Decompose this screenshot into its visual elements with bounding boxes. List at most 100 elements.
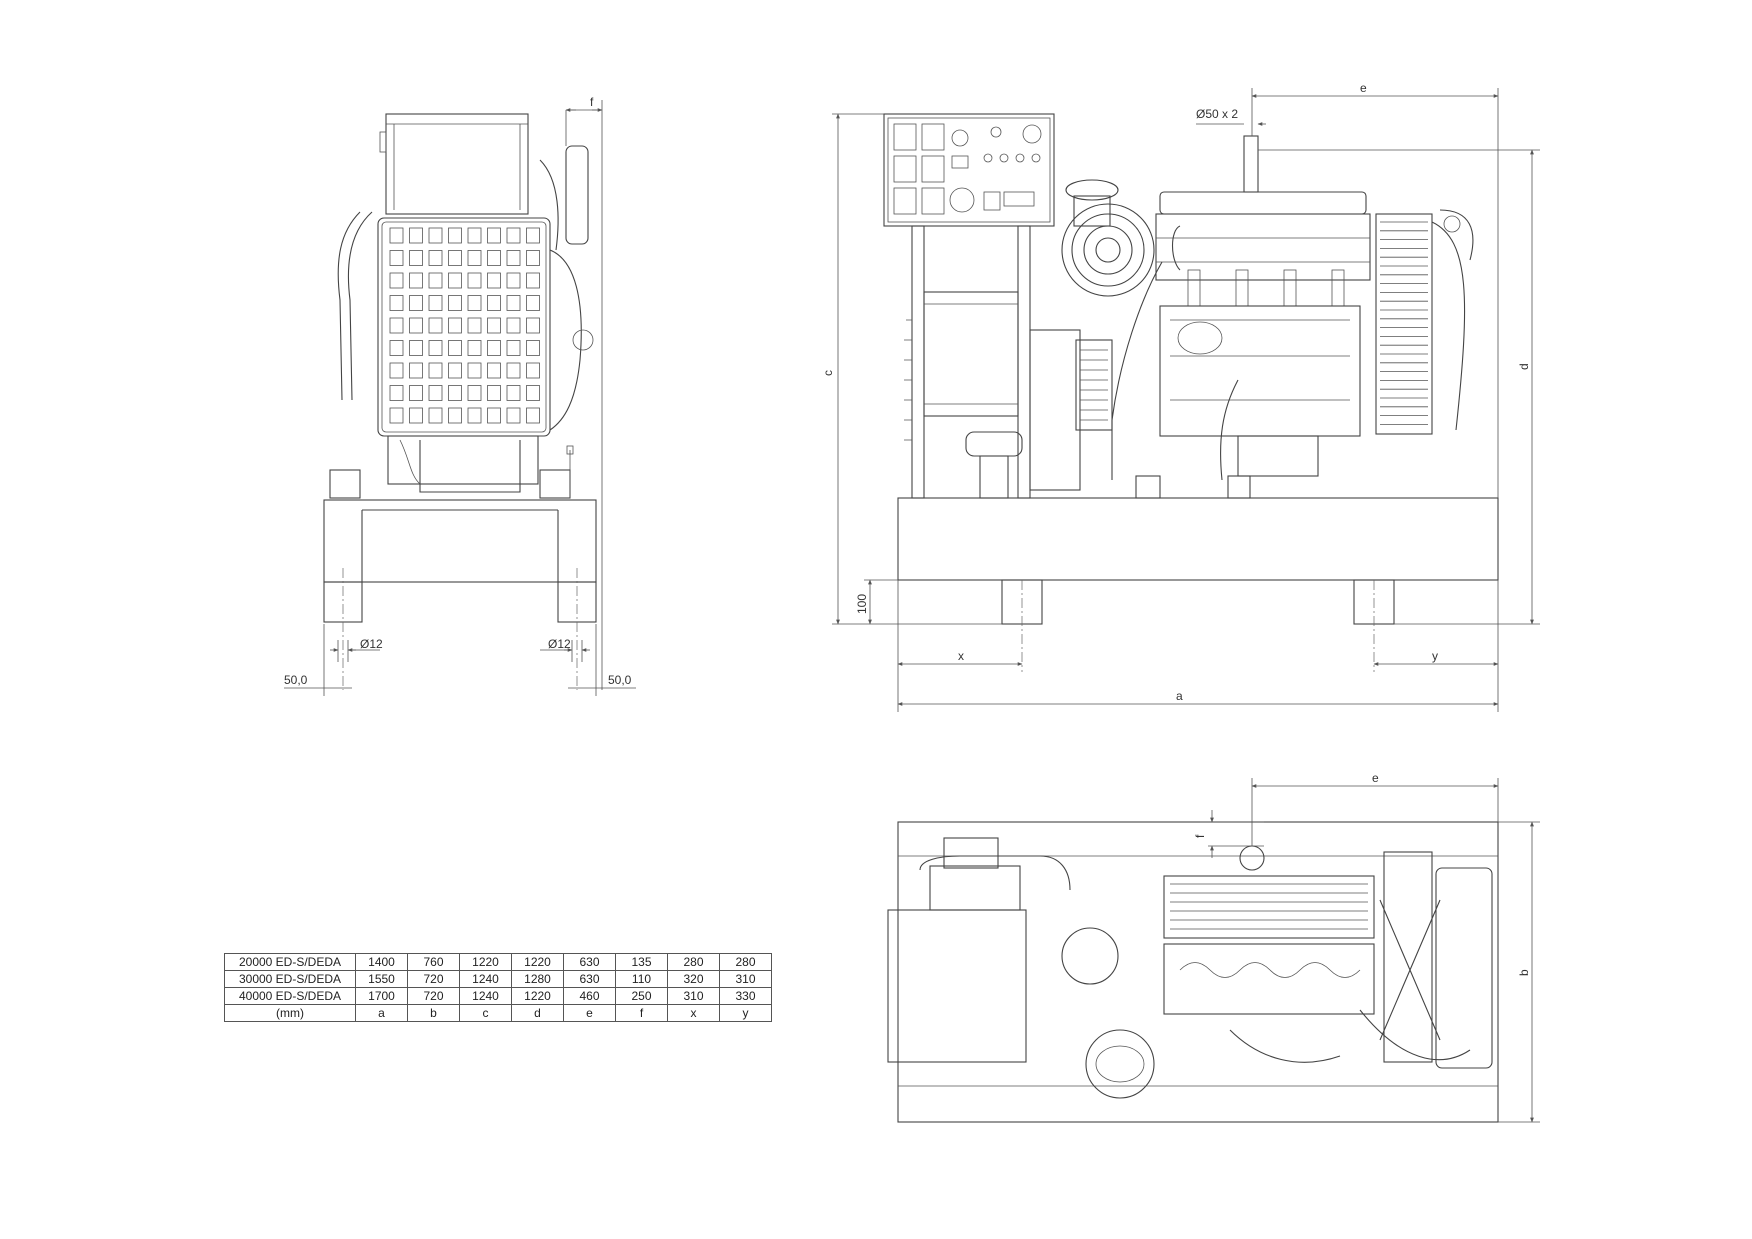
dim-label-top-f: f: [1193, 834, 1207, 838]
radiator-cell: [506, 227, 521, 244]
dim-label-side-c: c: [821, 370, 835, 376]
spec-table-cell: c: [459, 1004, 512, 1022]
radiator-cell: [467, 340, 482, 356]
spec-table-cell: 1220: [459, 953, 512, 971]
radiator-cell: [389, 317, 404, 334]
spec-table-cell: 460: [563, 987, 616, 1005]
radiator-cell: [506, 295, 521, 311]
dim-label-side-100: 100: [855, 594, 869, 614]
radiator-cell: [506, 317, 521, 334]
radiator-cell: [487, 250, 501, 266]
radiator-cell: [467, 295, 482, 311]
radiator-cell: [448, 272, 462, 289]
radiator-cell: [487, 385, 501, 401]
radiator-cell: [428, 407, 443, 424]
engine-cooling-fins: [1170, 883, 1368, 930]
radiator-cell: [389, 385, 404, 401]
radiator-cell: [409, 227, 423, 244]
radiator-cell: [467, 385, 482, 401]
radiator-cell: [448, 317, 462, 334]
dim-label-side-x: x: [958, 649, 964, 663]
radiator-cell: [428, 362, 443, 379]
radiator-cell: [409, 250, 423, 266]
spec-table-model-cell: 20000 ED-S/DEDA: [224, 953, 356, 971]
spec-table-cell: 110: [615, 970, 668, 988]
side-view: [832, 88, 1540, 712]
radiator-cell: [448, 250, 462, 266]
spec-table-cell: 720: [407, 970, 460, 988]
spec-table-cell: x: [667, 1004, 720, 1022]
radiator-cell: [467, 227, 482, 244]
radiator-cell: [389, 407, 404, 424]
radiator-cell: [467, 250, 482, 266]
radiator-cell: [526, 272, 540, 289]
spec-table-cell: 250: [615, 987, 668, 1005]
radiator-cell: [526, 317, 540, 334]
dim-label-front-dia-left: Ø12: [360, 637, 383, 651]
radiator-cell: [526, 385, 540, 401]
radiator-cell: [428, 227, 443, 244]
front-view: [284, 100, 636, 696]
radiator-cell: [409, 385, 423, 401]
radiator-cell: [467, 317, 482, 334]
radiator-cell: [526, 227, 540, 244]
radiator-cell: [389, 250, 404, 266]
dim-label-front-offset-right: 50,0: [608, 673, 632, 687]
dim-label-side-y: y: [1432, 649, 1438, 663]
radiator-cell: [526, 295, 540, 311]
dimension-labels: f Ø12 Ø12 50,0 50,0 e Ø50 x 2 c d 100 x …: [284, 81, 1531, 976]
spec-table-cell: 1550: [355, 970, 408, 988]
radiator-cell: [506, 385, 521, 401]
radiator-cell: [487, 227, 501, 244]
radiator-cell: [389, 272, 404, 289]
spec-table-cell: 760: [407, 953, 460, 971]
spec-table-model-cell: 30000 ED-S/DEDA: [224, 970, 356, 988]
radiator-cell: [506, 250, 521, 266]
dim-label-top-e: e: [1372, 771, 1379, 785]
radiator-cell: [428, 317, 443, 334]
radiator-cell: [409, 317, 423, 334]
radiator-cell: [526, 362, 540, 379]
radiator-cell: [487, 407, 501, 424]
spec-table-cell: 1400: [355, 953, 408, 971]
radiator-cell: [448, 295, 462, 311]
radiator-cell: [428, 340, 443, 356]
radiator-cell: [506, 340, 521, 356]
radiator-cell: [448, 407, 462, 424]
top-view: [887, 778, 1540, 1123]
spec-table-cell: 1240: [459, 970, 512, 988]
spec-table-cell: d: [511, 1004, 564, 1022]
dim-label-side-e: e: [1360, 81, 1367, 95]
radiator-cell: [389, 227, 404, 244]
dim-label-top-b: b: [1517, 969, 1531, 976]
dim-label-exhaust: Ø50 x 2: [1196, 107, 1238, 121]
radiator-cell: [487, 272, 501, 289]
radiator-cell: [409, 362, 423, 379]
spec-table-cell: y: [719, 1004, 772, 1022]
radiator-cell: [428, 250, 443, 266]
spec-table-cell: 1700: [355, 987, 408, 1005]
radiator-fins: [1380, 221, 1428, 425]
spec-table-cell: 1240: [459, 987, 512, 1005]
spec-table-cell: 310: [667, 987, 720, 1005]
radiator-cell: [506, 362, 521, 379]
radiator-cell: [467, 407, 482, 424]
radiator-cell: [448, 227, 462, 244]
spec-table-cell: 310: [719, 970, 772, 988]
spec-table-cell: 135: [615, 953, 668, 971]
radiator-cell: [428, 295, 443, 311]
spec-table-model-cell: 40000 ED-S/DEDA: [224, 987, 356, 1005]
radiator-cell: [487, 340, 501, 356]
radiator-cell: [526, 250, 540, 266]
radiator-cell: [409, 272, 423, 289]
radiator-cell: [526, 340, 540, 356]
radiator-cell: [487, 362, 501, 379]
radiator-cell: [506, 407, 521, 424]
radiator-cell: [487, 317, 501, 334]
radiator-cell: [409, 340, 423, 356]
